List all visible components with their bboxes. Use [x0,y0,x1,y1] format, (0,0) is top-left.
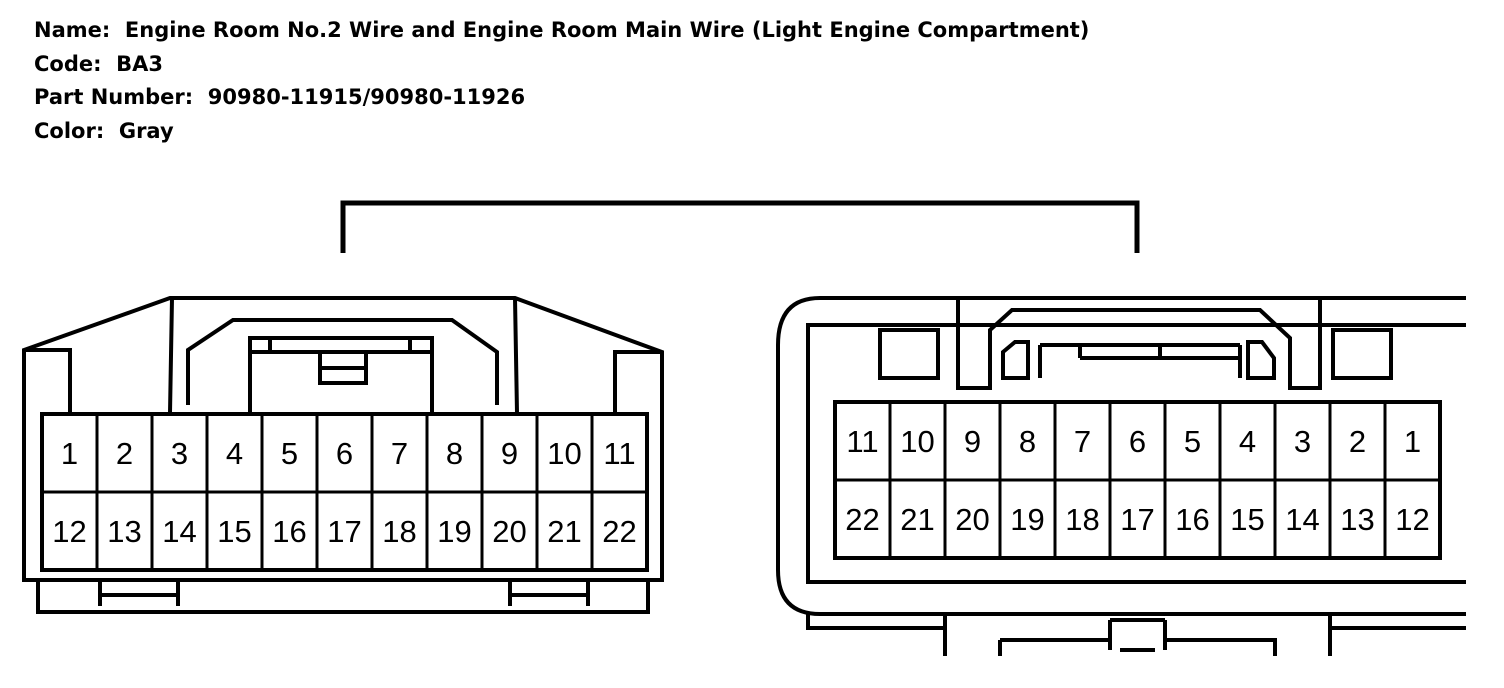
right-pin-label-4: 4 [1239,424,1256,459]
name-label: Name: [34,18,111,42]
color-label: Color: [34,118,105,143]
right-pin-label-11: 11 [846,424,878,459]
right-pin-label-14: 14 [1285,502,1319,537]
right-pin-label-10: 10 [900,424,934,459]
left-pin-label-20: 20 [492,514,526,549]
left-pin-label-22: 22 [602,514,636,549]
right-connector-inner-frame [806,323,1466,584]
right-pin-label-22: 22 [845,502,879,537]
right-pin-label-21: 21 [900,502,934,537]
left-pin-label-10: 10 [547,436,581,471]
left-pin-label-6: 6 [336,436,353,471]
right-connector [776,296,1466,656]
left-lock-tab [248,336,434,354]
left-pin-label-1: 1 [61,436,78,471]
left-pin-label-18: 18 [382,514,416,549]
part-number-label: Part Number: [34,85,194,109]
left-pin-label-16: 16 [272,514,306,549]
right-lock-right-latch [1246,340,1276,380]
left-connector [22,296,664,614]
left-pin-label-5: 5 [281,436,298,471]
right-side-slot-left [878,328,940,380]
right-lock-left-latch [1001,340,1030,380]
left-pin-label-11: 11 [603,436,635,471]
left-pin-label-19: 19 [437,514,471,549]
left-pin-label-15: 15 [217,514,251,549]
right-lock-inner [1038,343,1242,378]
right-pin-label-3: 3 [1294,424,1311,459]
right-pin-label-17: 17 [1120,502,1154,537]
left-pin-label-3: 3 [171,436,188,471]
color-value: Gray [118,118,174,143]
left-cavity-22 [590,490,649,572]
left-connector-base [24,578,662,614]
right-pin-label-16: 16 [1175,502,1209,537]
right-pin-label-8: 8 [1019,424,1036,459]
right-pin-label-19: 19 [1010,502,1044,537]
right-pin-label-13: 13 [1340,502,1374,537]
right-lock-frame [956,300,1322,390]
code-value: BA3 [116,51,164,76]
left-pin-label-13: 13 [107,514,141,549]
right-pin-label-7: 7 [1074,424,1091,459]
code-label: Code: [34,51,102,76]
right-pin-label-15: 15 [1230,502,1264,537]
left-connector-top-frame [24,297,662,414]
right-connector-base [806,614,1466,656]
right-pin-label-9: 9 [964,424,981,459]
right-pin-label-6: 6 [1129,424,1146,459]
code-row: Code: BA3 [34,48,1089,82]
left-pin-label-4: 4 [226,436,243,471]
part-number-row: Part Number: 90980-11915/90980-11926 [34,81,1089,115]
name-row: Name: Engine Room No.2 Wire and Engine R… [34,14,1089,48]
color-row: Color: Gray [34,115,1089,149]
right-pin-label-5: 5 [1184,424,1201,459]
right-connector-shell [776,296,1466,616]
left-pin-label-14: 14 [162,514,196,549]
right-pin-label-2: 2 [1349,424,1366,459]
left-pin-label-21: 21 [547,514,581,549]
left-pin-label-2: 2 [116,436,133,471]
left-pin-label-8: 8 [446,436,463,471]
left-pin-label-12: 12 [52,514,86,549]
left-lock-frame [186,318,499,405]
part-number-value: 90980-11915/90980-11926 [207,85,526,109]
left-lock-inner [248,338,434,412]
right-pin-label-12: 12 [1395,502,1429,537]
right-cavity-12 [1383,478,1442,560]
right-pin-label-20: 20 [955,502,989,537]
left-pin-label-17: 17 [327,514,361,549]
connector-info: Name: Engine Room No.2 Wire and Engine R… [34,14,1089,148]
left-pin-label-9: 9 [501,436,518,471]
left-pin-label-7: 7 [391,436,408,471]
name-value: Engine Room No.2 Wire and Engine Room Ma… [124,18,1090,42]
connection-bracket [340,200,1140,253]
right-side-slot-right [1331,328,1393,380]
right-pin-label-18: 18 [1065,502,1099,537]
right-pin-label-1: 1 [1404,424,1421,459]
